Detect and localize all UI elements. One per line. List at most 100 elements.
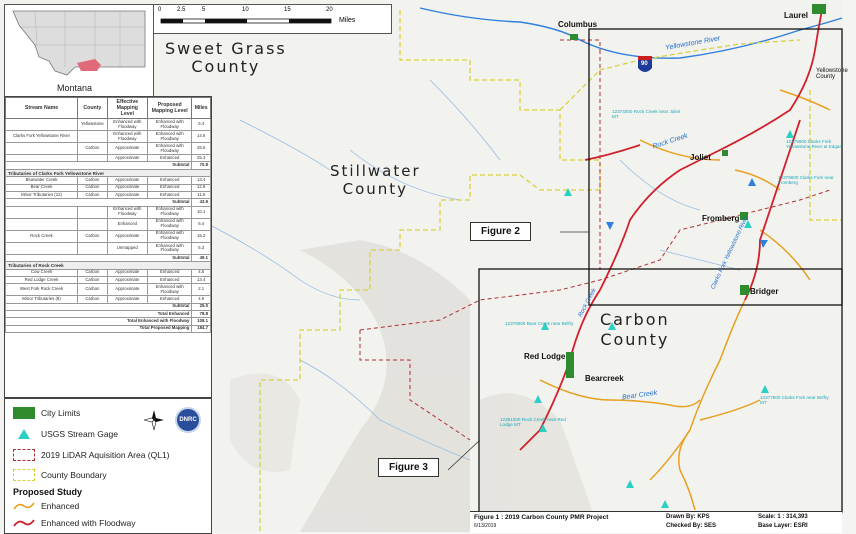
table-cell: Enhanced with Floodway	[146, 241, 193, 255]
legend-label: 2019 LiDAR Aquisition Area (QL1)	[41, 450, 170, 460]
table-cell: 5.3	[191, 241, 211, 255]
town-columbus: Columbus	[558, 20, 598, 29]
table-cell: 10.1	[191, 205, 211, 219]
table-cell: Approximate	[106, 176, 148, 185]
enhanced-line-icon	[13, 500, 35, 512]
dnrc-logo: DNRC	[175, 407, 201, 433]
montana-inset-map: Montana	[4, 4, 154, 98]
legend-label: Enhanced	[41, 501, 80, 511]
table-cell: Carbon	[77, 295, 108, 304]
city-limits-swatch	[13, 407, 35, 419]
gage-markers	[534, 130, 794, 508]
table-cell: Approximate	[106, 183, 148, 193]
legend-enhanced: Enhanced	[13, 500, 79, 512]
table-cell: Enhanced with Floodway	[146, 217, 193, 231]
table-cell: Yellowstone	[77, 117, 108, 132]
legend-label: Enhanced with Floodway	[41, 518, 136, 528]
table-cell: Carbon	[77, 283, 108, 297]
checked-by: Checked By: SES	[666, 523, 717, 529]
table-subtotal-value: 78.8	[191, 309, 211, 319]
county-swatch	[13, 469, 35, 481]
table-cell: Approximate	[106, 229, 148, 243]
legend-county: County Boundary	[13, 469, 107, 481]
town-joliet: Joliet	[690, 153, 711, 162]
table-cell: Cow Creek	[4, 268, 79, 278]
stream-table-panel: Stream Name County Effective Mapping Lev…	[4, 96, 212, 398]
table-cell: Carbon	[77, 229, 108, 243]
north-arrow-icon	[143, 410, 164, 431]
scale-tick: 20	[326, 7, 333, 13]
yellowstone-river	[419, 7, 843, 59]
table-cell	[4, 217, 79, 231]
table-cell: 12.8	[191, 183, 211, 193]
table-header: Effective Mapping Level	[106, 97, 148, 119]
table-cell: 13.4	[191, 275, 211, 285]
figure3-callout[interactable]: Figure 3	[378, 458, 439, 477]
figure2-callout[interactable]: Figure 2	[470, 222, 531, 241]
table-cell: Enhanced with Floodway	[146, 283, 193, 297]
table-cell: Carbon	[77, 190, 108, 200]
gage-label: 12379900 Clarks Fork Yellowstone River a…	[786, 139, 841, 149]
map-title: Figure 1 : 2019 Carbon County PMR Projec…	[474, 514, 609, 521]
stream-table: Stream Name County Effective Mapping Lev…	[4, 97, 211, 333]
table-cell: Approximate	[106, 154, 148, 163]
yellowstone-county-label: Yellowstone County	[816, 68, 848, 80]
table-cell: 4.5	[191, 268, 211, 278]
drawn-by: Drawn By: KPS	[666, 514, 710, 520]
sweet-grass-county-label: Sweet Grass County	[165, 39, 287, 76]
table-cell	[4, 117, 79, 132]
table-cell	[77, 241, 108, 255]
table-subtotal-value: 184.7	[191, 324, 211, 333]
table-subtotal-value: 25.0	[191, 302, 211, 311]
map-scale: Scale: 1 : 314,393	[758, 514, 808, 520]
table-cell: Minor Tributaries (8)	[4, 295, 79, 304]
scale-tick: 0	[158, 7, 162, 13]
table-cell: Enhanced	[146, 268, 193, 278]
town-laurel: Laurel	[784, 11, 809, 20]
legend-label: USGS Stream Gage	[41, 429, 119, 439]
table-cell: Enhanced	[106, 217, 148, 231]
table-cell: Enhanced	[146, 183, 193, 193]
table-cell: Carbon	[77, 142, 108, 156]
figure2-frame	[588, 28, 843, 306]
carbon-county-label: Carbon County	[600, 310, 670, 349]
base-layer: Base Layer: ESRI	[758, 523, 808, 529]
town-fromberg: Fromberg	[702, 214, 740, 223]
legend-label: County Boundary	[41, 470, 107, 480]
gage-icon	[13, 428, 35, 440]
carbon-county-highlight	[77, 59, 101, 71]
scale-unit: Miles	[339, 17, 356, 24]
table-cell: 11.5	[191, 190, 211, 200]
table-cell: 6.4	[191, 217, 211, 231]
table-cell: Enhanced with Floodway	[146, 130, 193, 144]
table-cell: Enhanced	[146, 295, 193, 304]
table-subtotal-label: Subtotal	[4, 198, 193, 207]
table-cell	[77, 217, 108, 231]
table-row: Tributaries of Clarks Fork Yellowstone R…	[5, 168, 211, 178]
table-section-heading: Tributaries of Rock Creek	[5, 261, 211, 270]
legend-proposed-heading: Proposed Study	[13, 487, 83, 497]
table-cell: Enhanced	[146, 176, 193, 185]
table-cell: Red Lodge Creek	[4, 275, 79, 285]
table-cell: Clarks Fork Yellowstone River	[4, 130, 79, 144]
county-boundaries	[259, 10, 842, 532]
legend-city-limits: City Limits	[13, 407, 80, 419]
table-cell: Carbon	[77, 268, 108, 278]
table-cell: 25.5	[191, 142, 211, 156]
table-header: County	[77, 97, 108, 119]
inset-label: Montana	[57, 83, 93, 93]
montana-outline	[12, 10, 146, 76]
table-cell: Enhanced	[146, 154, 193, 163]
